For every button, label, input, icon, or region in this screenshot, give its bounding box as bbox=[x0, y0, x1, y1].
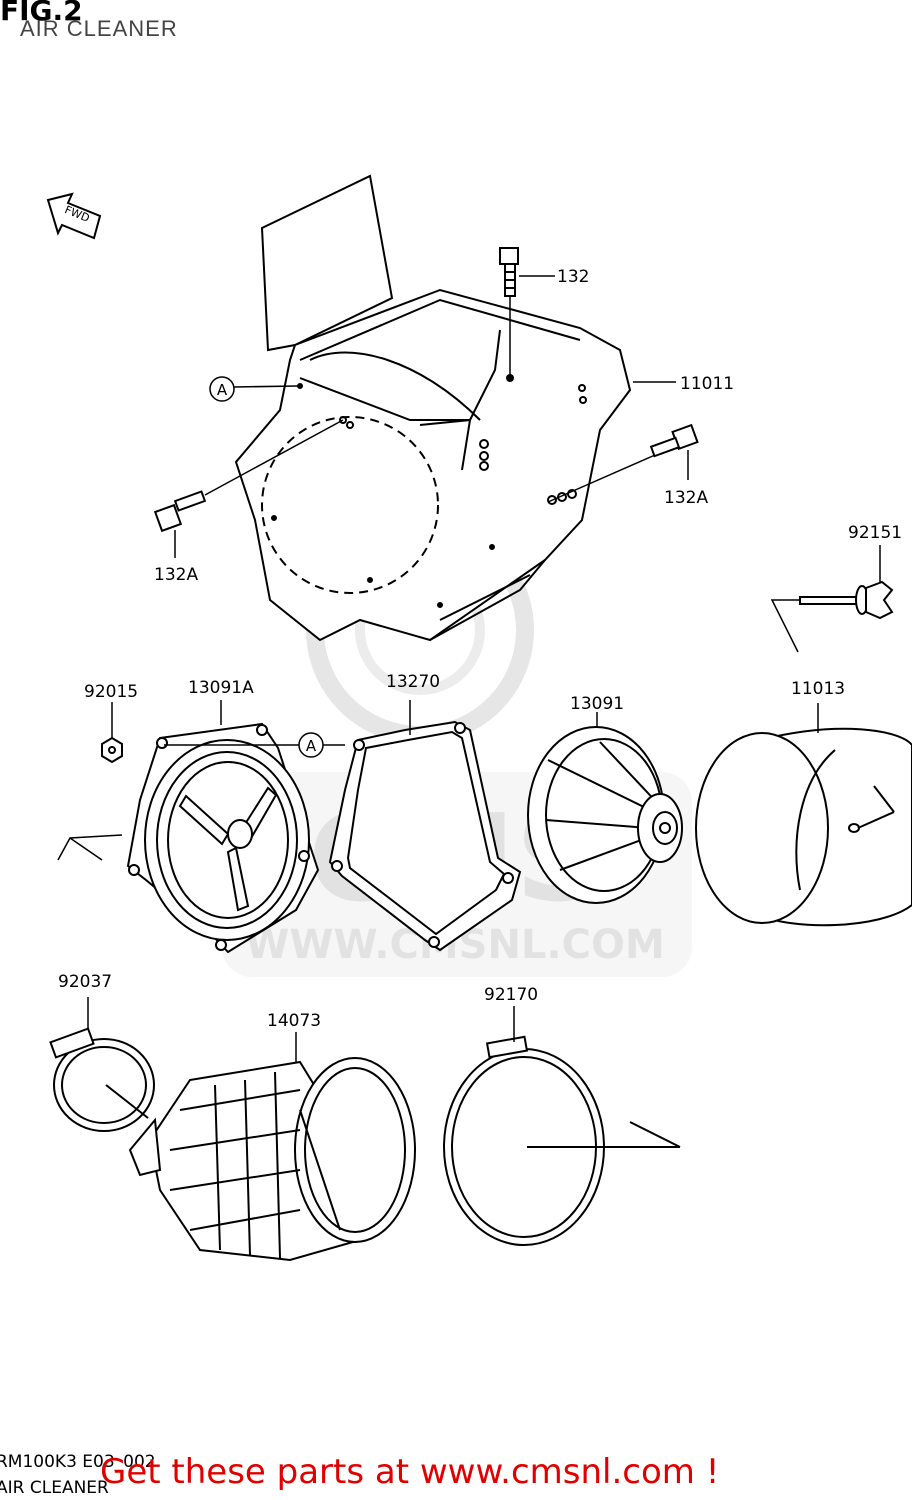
leader-132a-right bbox=[547, 454, 656, 503]
part-label-13091a: 13091A bbox=[188, 678, 254, 698]
leader-92151-bracket bbox=[770, 599, 800, 653]
part-label-11011: 11011 bbox=[680, 374, 734, 394]
ref-a-marker-top bbox=[209, 376, 235, 402]
part-label-13270: 13270 bbox=[386, 672, 440, 692]
element-cage-13091 bbox=[527, 726, 683, 904]
part-label-132: 132 bbox=[557, 267, 589, 287]
promo-link[interactable]: Get these parts at www.cmsnl.com ! bbox=[100, 1452, 720, 1492]
leader-132a-left bbox=[204, 419, 344, 496]
diagram-name: AIR CLEANER bbox=[0, 1478, 109, 1498]
clamp-92037 bbox=[49, 1027, 155, 1132]
part-label-132a-right: 132A bbox=[664, 488, 708, 508]
gasket-13270 bbox=[328, 720, 522, 952]
clamp-92170 bbox=[443, 1035, 681, 1246]
leader-13091a-bracket bbox=[57, 834, 123, 861]
part-label-14073: 14073 bbox=[267, 1011, 321, 1031]
part-label-92170: 92170 bbox=[484, 985, 538, 1005]
part-label-132a-left: 132A bbox=[154, 565, 198, 585]
ref-a-marker-top-label: A bbox=[217, 381, 228, 399]
intake-duct-14073 bbox=[128, 1057, 416, 1262]
ref-a-marker-mid-label: A bbox=[306, 737, 317, 755]
nut-92015 bbox=[101, 736, 123, 764]
part-label-11013: 11013 bbox=[791, 679, 845, 699]
diagram-code: RM100K3 E03_002 bbox=[0, 1452, 156, 1472]
part-label-92037: 92037 bbox=[58, 972, 112, 992]
leader-ref-a-top bbox=[233, 385, 299, 388]
part-label-92015: 92015 bbox=[84, 682, 138, 702]
holder-13091a bbox=[126, 722, 320, 954]
filter-element-11013 bbox=[695, 727, 912, 927]
wing-bolt-92151 bbox=[799, 580, 894, 620]
bolt-132 bbox=[499, 247, 519, 297]
leader-13091a-bracket2 bbox=[69, 837, 103, 861]
figure-title: AIR CLEANER bbox=[20, 16, 178, 41]
figure-number: FIG.2 bbox=[0, 0, 83, 27]
part-label-13091: 13091 bbox=[570, 694, 624, 714]
part-label-92151: 92151 bbox=[848, 523, 902, 543]
fwd-arrow-icon: FWD bbox=[46, 192, 102, 240]
bolt-132a-left bbox=[153, 490, 207, 533]
air-cleaner-box bbox=[234, 174, 632, 642]
bolt-132a-right bbox=[649, 423, 699, 458]
